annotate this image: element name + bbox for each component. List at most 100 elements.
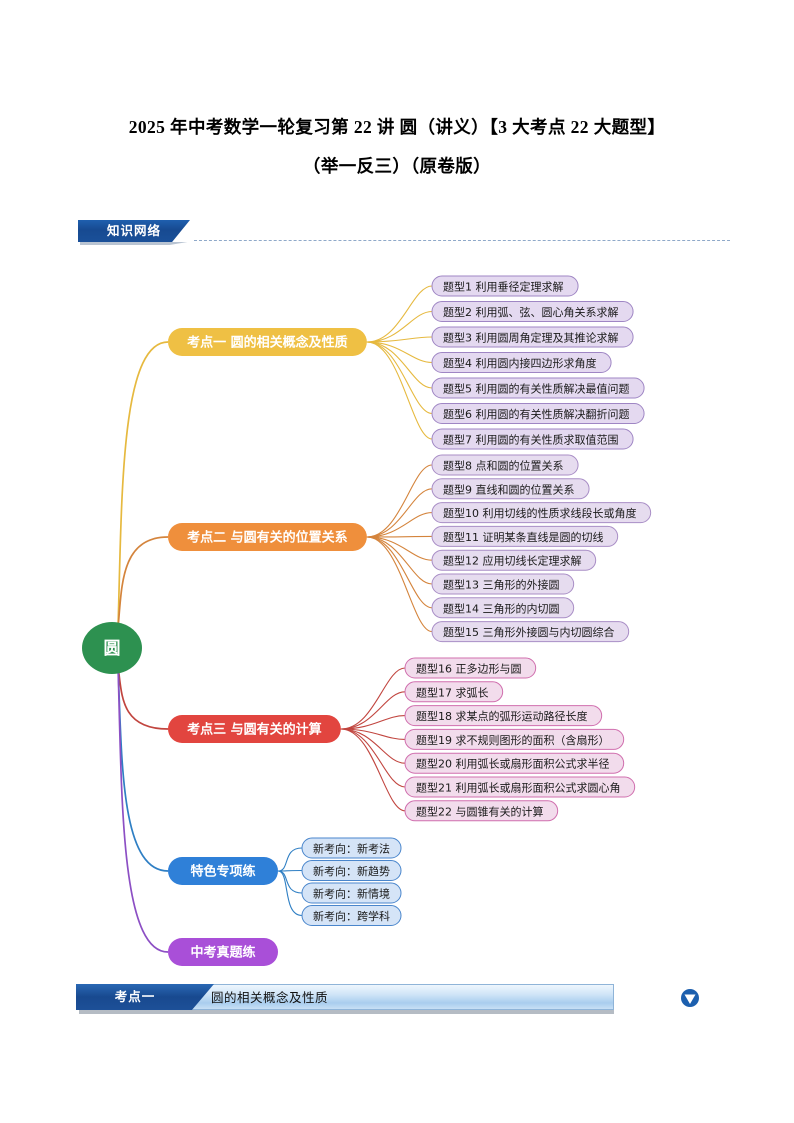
leaf-node-label: 新考向：新考法 (313, 842, 390, 856)
banner-shadow (80, 242, 188, 245)
leaf-node[interactable] (404, 681, 504, 703)
leaf-node[interactable] (431, 478, 590, 500)
root-node-label: 圆 (104, 639, 121, 659)
leaf-node[interactable] (404, 776, 636, 798)
triangle-down-icon[interactable] (680, 988, 700, 1008)
connector-branch-to-leaf (340, 691, 406, 730)
leaf-node[interactable] (431, 597, 575, 619)
leaf-node[interactable] (404, 657, 537, 679)
leaf-node-label: 题型14 三角形的内切圆 (443, 601, 560, 615)
mindmap-connectors (117, 285, 433, 953)
leaf-node[interactable] (431, 428, 634, 450)
leaf-node-label: 题型7 利用圆的有关性质求取值范围 (443, 433, 619, 447)
branch-node-label-1: 考点一 圆的相关概念及性质 (187, 335, 348, 351)
connector-branch-to-leaf (340, 667, 406, 730)
leaf-node-label: 题型5 利用圆的有关性质解决最值问题 (443, 382, 630, 396)
leaf-node-label: 题型1 利用垂径定理求解 (443, 280, 564, 294)
leaf-node[interactable] (431, 352, 612, 373)
connector-branch-to-leaf (366, 336, 433, 343)
branch-node-1[interactable] (168, 328, 367, 356)
leaf-node[interactable] (404, 705, 603, 727)
connector-branch-to-leaf (366, 536, 433, 633)
leaf-node[interactable] (431, 573, 575, 595)
leaf-node[interactable] (404, 752, 625, 774)
mindmap-root-node: 圆 (82, 622, 142, 674)
branch-node-label-2: 考点二 与圆有关的位置关系 (187, 530, 348, 546)
leaf-node-label: 题型10 利用切线的性质求线段长或角度 (443, 506, 637, 520)
connector-branch-to-leaf (366, 285, 433, 343)
leaf-node[interactable] (431, 502, 652, 524)
leaf-node[interactable] (404, 728, 625, 750)
leaf-node[interactable] (431, 301, 634, 322)
leaf-node[interactable] (404, 800, 559, 822)
document-title: 2025 年中考数学一轮复习第 22 讲 圆（讲义）【3 大考点 22 大题型】… (64, 112, 730, 181)
leaf-node-label: 题型12 应用切线长定理求解 (443, 554, 582, 568)
connector-root-to-branch-5 (117, 665, 169, 953)
leaf-node-label: 题型21 利用弧长或扇形面积公式求圆心角 (416, 781, 621, 795)
leaf-node[interactable] (301, 905, 402, 926)
connector-branch-to-leaf (366, 535, 433, 538)
bottom-banner-tag (76, 984, 214, 1010)
connector-branch-to-leaf (340, 715, 406, 730)
connector-branch-to-leaf (340, 728, 406, 788)
bottom-banner-bar-label: 圆的相关概念及性质 (211, 990, 329, 1005)
branch-node-2[interactable] (168, 523, 367, 551)
section-banner-label: 知识网络 (78, 220, 190, 242)
branch-node-5[interactable] (168, 938, 278, 966)
leaf-node[interactable] (301, 860, 402, 881)
branch-node-label-4: 特色专项练 (190, 864, 255, 880)
bottom-banner: 圆的相关概念及性质 考点一 (76, 984, 699, 1014)
connector-branch-to-leaf (340, 728, 406, 764)
section-banner-knowledge-network: 知识网络 (78, 220, 730, 246)
leaf-node[interactable] (431, 275, 579, 297)
connector-branch-to-leaf (277, 870, 303, 894)
title-line-2: （举一反三）（原卷版） (302, 156, 492, 176)
leaf-node[interactable] (431, 454, 579, 476)
title-line-1: 2025 年中考数学一轮复习第 22 讲 圆（讲义）【3 大考点 22 大题型】 (128, 117, 666, 137)
leaf-node-label: 题型22 与圆锥有关的计算 (416, 804, 544, 818)
leaf-node-label: 题型18 求某点的弧形运动路径长度 (416, 709, 588, 723)
leaf-node-label: 题型17 求弧长 (416, 685, 489, 699)
leaf-node[interactable] (301, 837, 402, 859)
connector-branch-to-leaf (340, 728, 406, 812)
connector-branch-to-leaf (366, 341, 433, 440)
connector-branch-to-leaf (366, 536, 433, 585)
leaf-node-label: 题型11 证明某条直线是圆的切线 (443, 530, 604, 544)
connector-branch-to-leaf (277, 869, 303, 872)
branch-node-label-5: 中考真题练 (190, 945, 255, 961)
connector-root-to-branch-2 (117, 536, 169, 629)
leaf-node[interactable] (301, 882, 402, 904)
leaf-node[interactable] (431, 326, 634, 348)
branch-node-4[interactable] (168, 857, 278, 885)
leaf-node[interactable] (431, 525, 619, 547)
leaf-node[interactable] (431, 621, 630, 643)
leaf-node-label: 题型16 正多边形与圆 (416, 662, 522, 676)
leaf-node[interactable] (431, 403, 645, 424)
connector-branch-to-leaf (277, 847, 303, 872)
connector-branch-to-leaf (366, 512, 433, 538)
leaf-node-label: 题型3 利用圆周角定理及其推论求解 (443, 331, 619, 345)
leaf-node-label: 题型13 三角形的外接圆 (443, 578, 560, 592)
leaf-node-label: 题型8 点和圆的位置关系 (443, 459, 564, 473)
leaf-node-label: 题型9 直线和圆的位置关系 (443, 482, 575, 496)
connector-branch-to-leaf (366, 310, 433, 343)
connector-branch-to-leaf (277, 870, 303, 917)
leaf-node[interactable] (431, 549, 597, 571)
leaf-node-label: 题型2 利用弧、弦、圆心角关系求解 (443, 305, 619, 319)
leaf-node-label: 新考向：新情境 (313, 887, 390, 901)
connector-branch-to-leaf (366, 488, 433, 538)
connector-branch-to-leaf (366, 464, 433, 538)
connector-root-to-branch-1 (117, 341, 169, 629)
bottom-banner-bar: 圆的相关概念及性质 (192, 984, 699, 1010)
leaf-node-label: 题型15 三角形外接圆与内切圆综合 (443, 625, 615, 639)
leaf-node[interactable] (431, 377, 645, 399)
branch-node-label-3: 考点三 与圆有关的计算 (187, 722, 322, 738)
leaf-node-label: 新考向：新趋势 (313, 864, 390, 878)
leaf-node-label: 题型20 利用弧长或扇形面积公式求半径 (416, 757, 610, 771)
leaf-node-label: 题型4 利用圆内接四边形求角度 (443, 356, 597, 370)
branch-node-3[interactable] (168, 715, 341, 743)
connector-branch-to-leaf (366, 341, 433, 389)
leaf-node-label: 新考向：跨学科 (313, 909, 390, 923)
